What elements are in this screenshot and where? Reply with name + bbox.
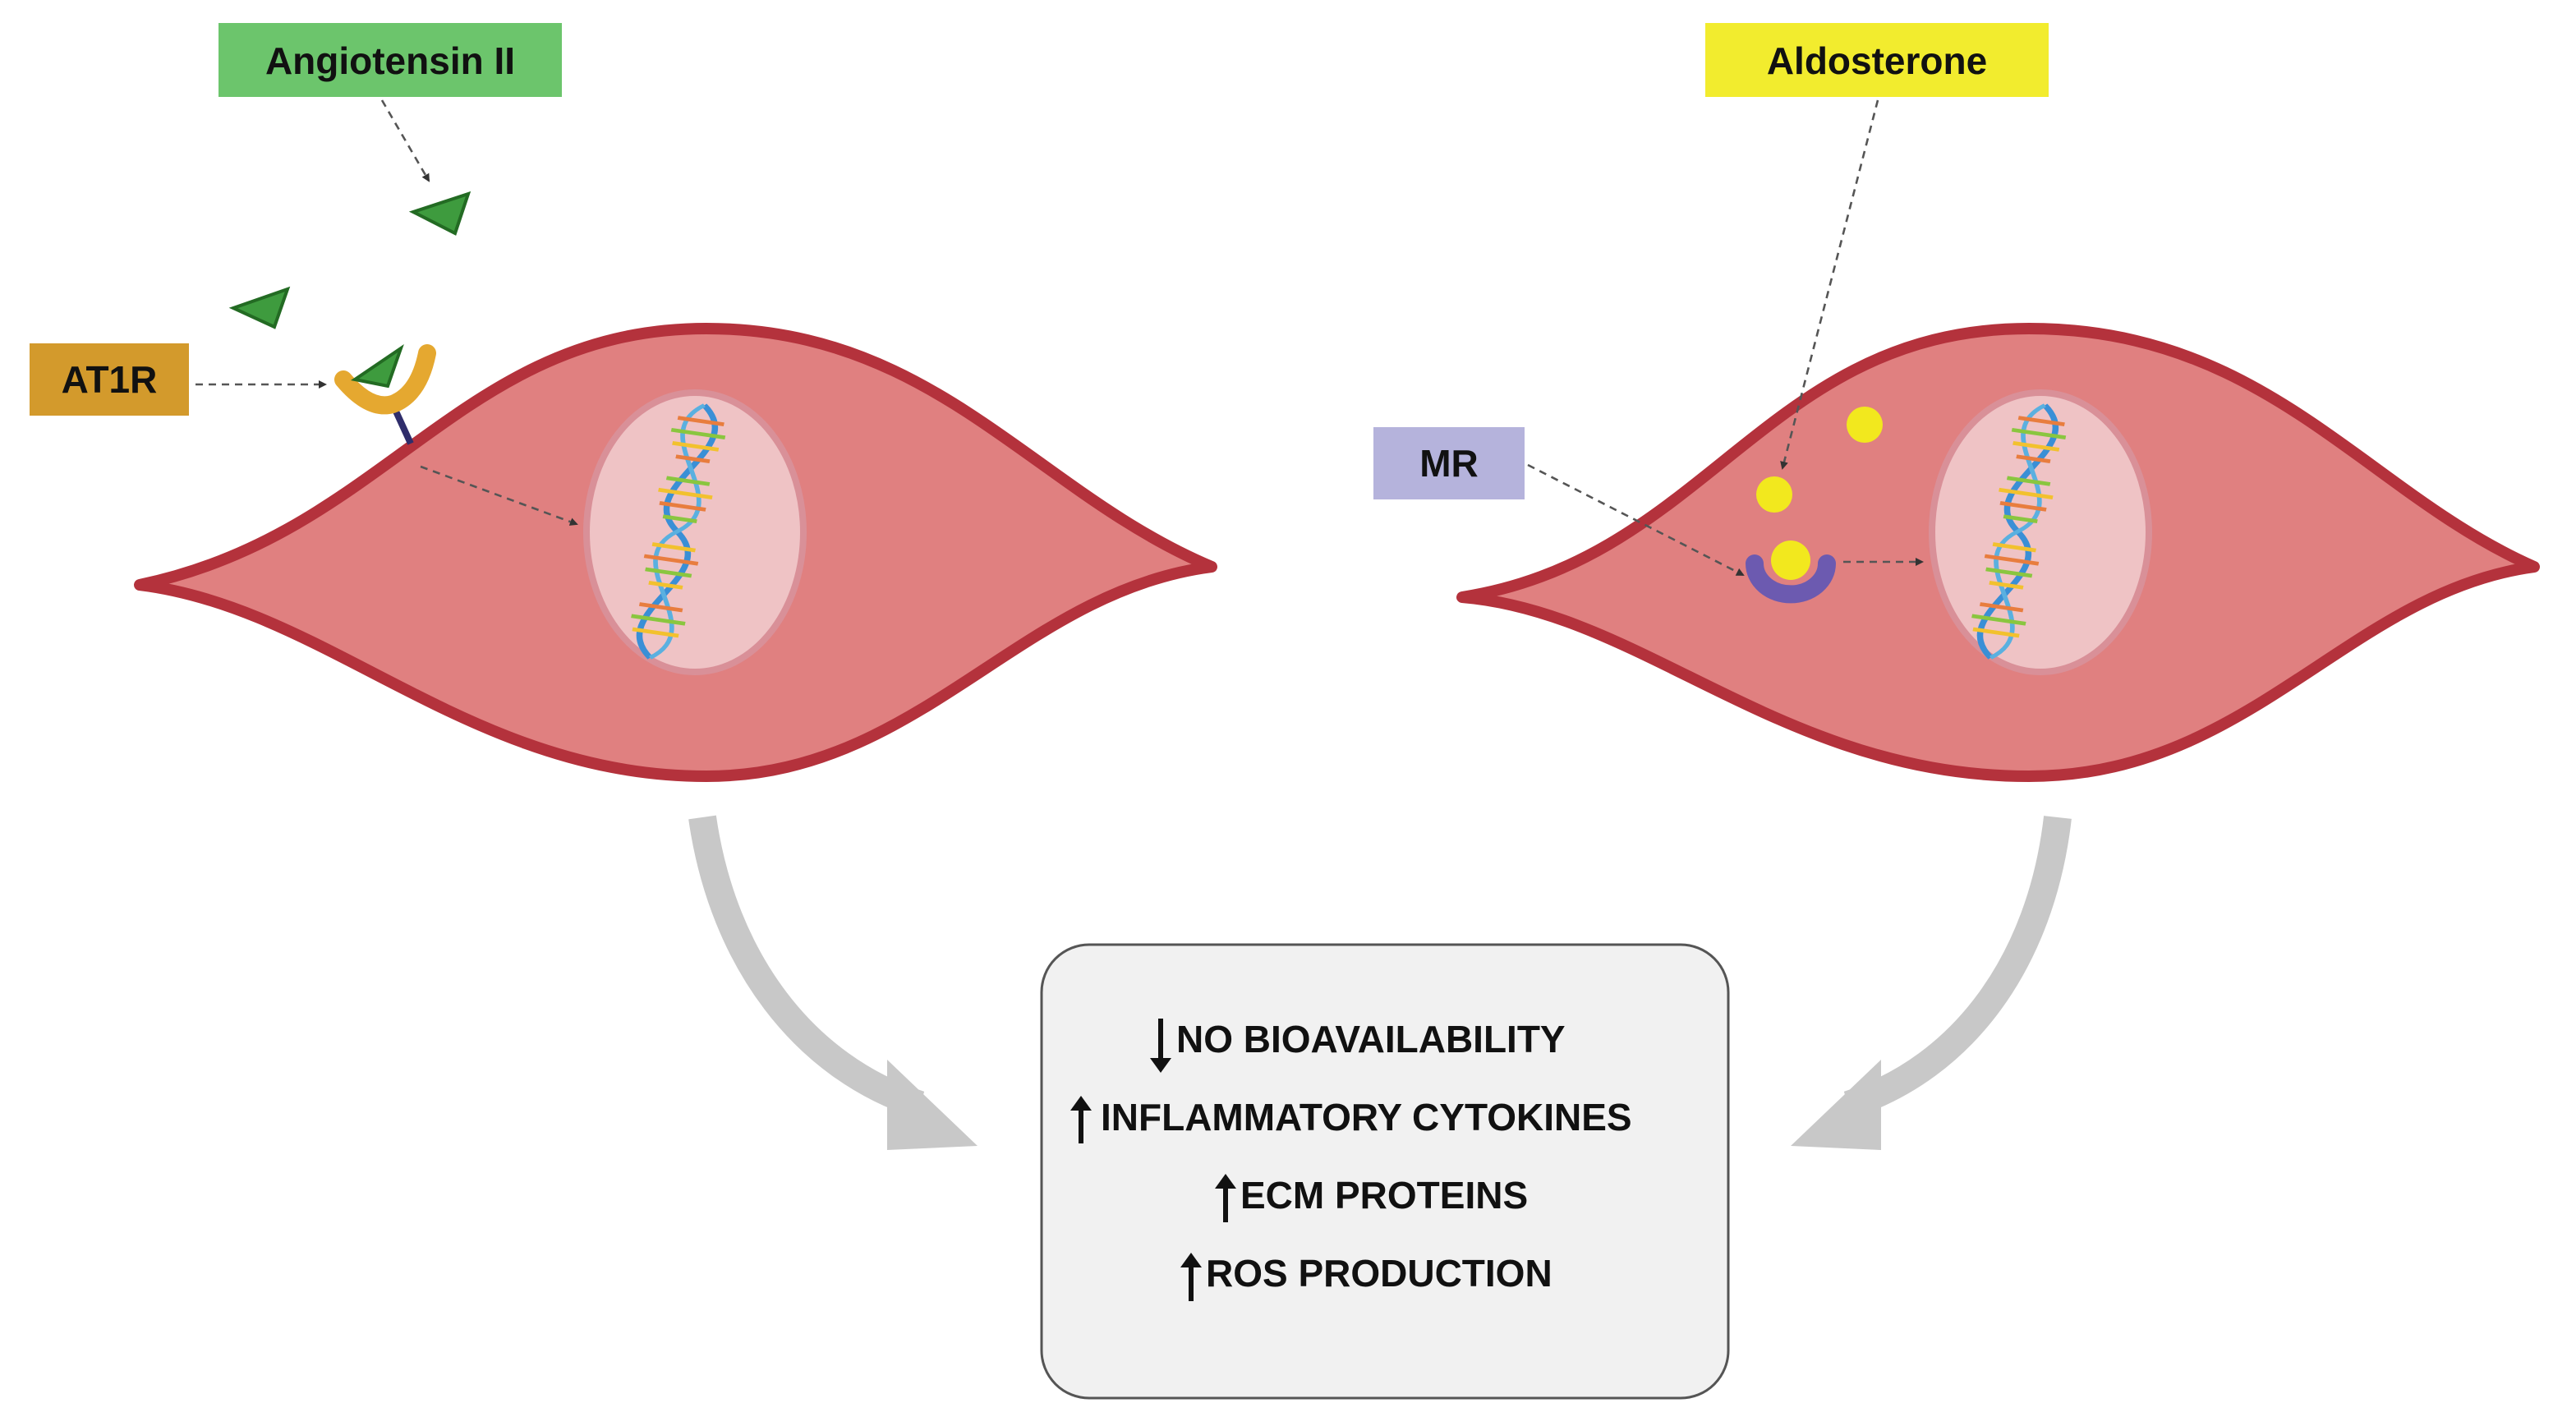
mr-label: MR [1419,442,1479,485]
mr-receptor-icon [1746,540,1836,604]
outcome-box: NO BIOAVAILABILITY INFLAMMATORY CYTOKINE… [1040,943,1730,1400]
aldosterone-label-box [1705,23,2049,97]
right-nucleus [1929,389,2152,675]
angiotensin-ligand-icon [228,286,291,329]
down-arrow-icon [1150,1019,1171,1073]
right-curved-arrow [1791,816,2072,1150]
at1r-receptor-icon [334,343,436,445]
at1r-label-box [30,343,189,416]
at1r-label: AT1R [62,358,158,401]
right-cell [1456,323,2540,782]
angiotensin-ligand-icon [408,191,472,236]
outcome-item-4: ROS PRODUCTION [1206,1252,1552,1295]
angiotensin-label-box [218,23,562,97]
aldosterone-label: Aldosterone [1767,39,1987,82]
up-arrow-icon [1215,1174,1236,1222]
outcome-item-2: INFLAMMATORY CYTOKINES [1101,1096,1632,1138]
mr-label-box [1373,427,1525,499]
aldosterone-molecule-icon [1756,476,1792,513]
outcome-item-1: NO BIOAVAILABILITY [1176,1018,1566,1060]
left-curved-arrow [688,815,978,1150]
left-cell [134,323,1217,782]
up-arrow-icon [1070,1096,1092,1143]
up-arrow-icon [1180,1253,1202,1301]
angiotensin-label: Angiotensin II [265,39,515,82]
aldosterone-molecule-icon [1847,407,1883,443]
outcome-item-3: ECM PROTEINS [1240,1174,1528,1217]
left-nucleus [583,389,807,675]
